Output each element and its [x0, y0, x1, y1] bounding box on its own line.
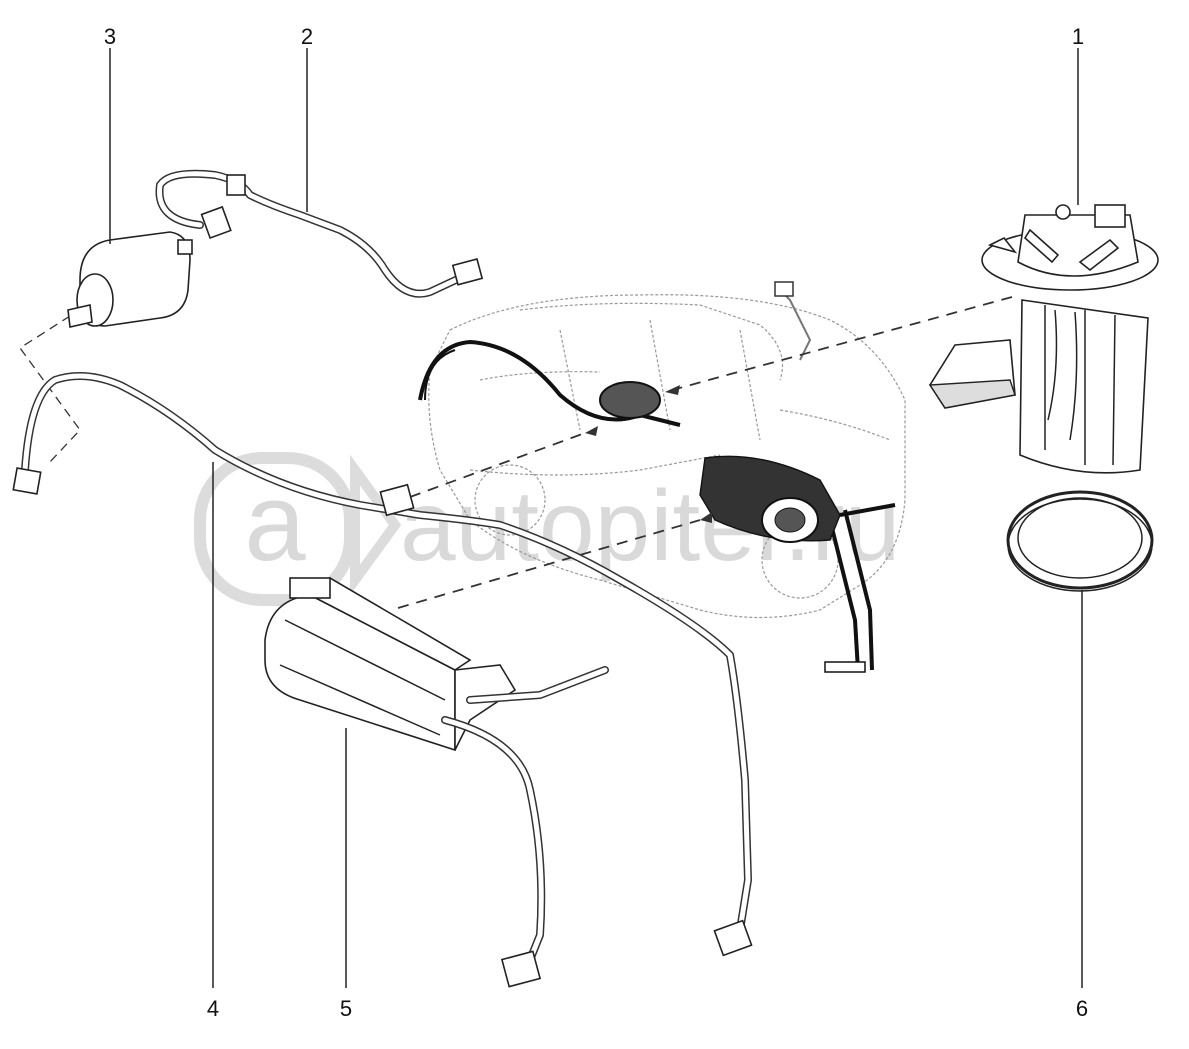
vehicle-fuel-lines	[418, 281, 896, 673]
fuel-pump-module	[928, 204, 1159, 474]
fuel-filter	[67, 231, 193, 328]
callout-5: 5	[340, 996, 352, 1021]
callout-2: 2	[301, 24, 313, 49]
vehicle-canister	[699, 455, 841, 543]
watermark-arrow-icon	[350, 454, 402, 596]
callout-6: 6	[1076, 996, 1088, 1021]
fuel-line-upper	[155, 169, 484, 298]
charcoal-canister	[264, 577, 609, 988]
leader-lines	[109, 48, 1083, 988]
callout-4: 4	[207, 996, 219, 1021]
sealing-ring	[1006, 490, 1154, 592]
callout-1: 1	[1072, 24, 1084, 49]
fuel-line-long	[12, 372, 753, 957]
callout-3: 3	[104, 24, 116, 49]
assembly-guide-lines	[397, 296, 1013, 609]
